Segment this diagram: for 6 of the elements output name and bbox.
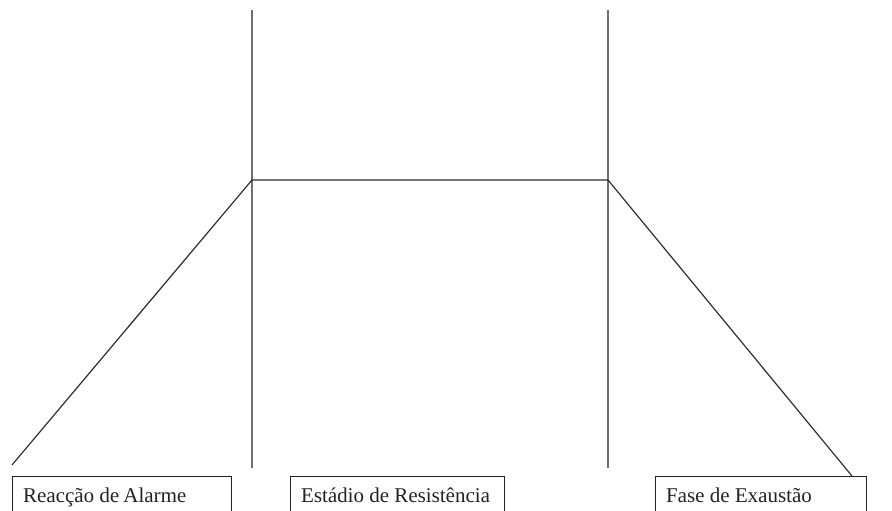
phase-box (655, 476, 867, 511)
phase-box (12, 476, 232, 511)
phase-label: Reacção de Alarme (23, 483, 188, 508)
phase-box (290, 476, 505, 511)
phase-label: Estádio de Resistência (301, 483, 491, 508)
phase-label: Fase de Exaustão (666, 483, 813, 508)
